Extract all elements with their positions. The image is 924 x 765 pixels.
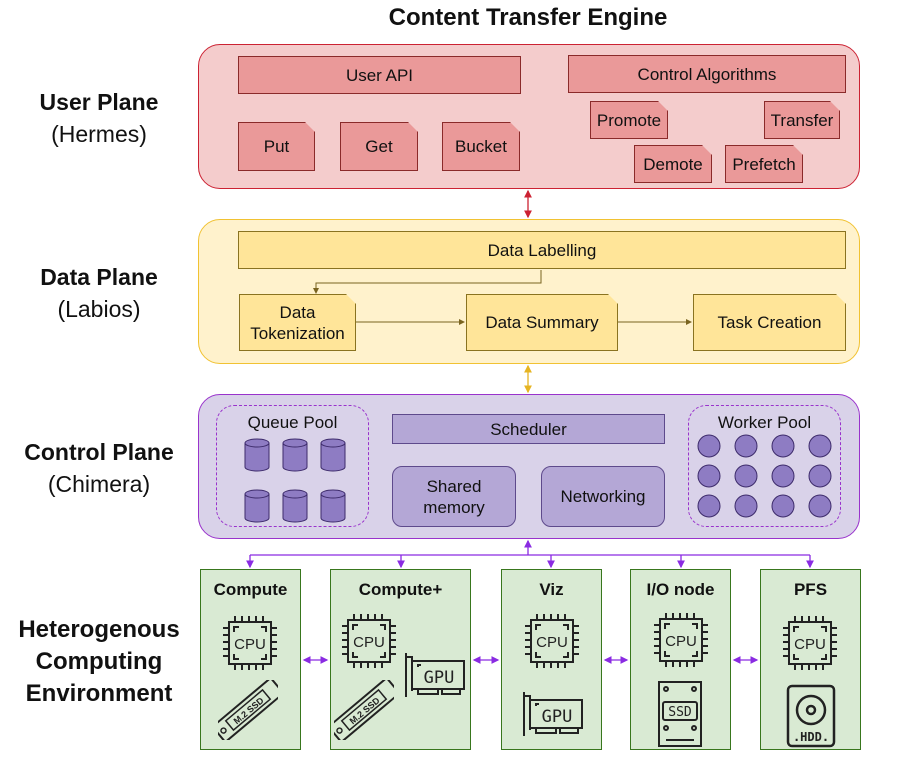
worker-circle-icon (808, 494, 832, 518)
svg-text:CPU: CPU (234, 636, 266, 653)
worker-circle-icon (697, 464, 721, 488)
worker-circle-icon (734, 434, 758, 458)
svg-text:CPU: CPU (536, 634, 568, 651)
cpu-icon: CPU (654, 613, 708, 667)
node-compute-plus: Compute+ (330, 569, 471, 750)
node-viz: Viz (501, 569, 602, 750)
demote-algorithm: Demote (634, 145, 712, 183)
worker-circle-icon (697, 494, 721, 518)
data-summary-box: Data Summary (466, 294, 618, 351)
cpu-icon: CPU (342, 614, 396, 668)
gpu-icon: GPU (405, 653, 465, 697)
hdd-icon: .HDD. (786, 684, 836, 748)
data-plane-sub: (Labios) (57, 296, 141, 322)
worker-circle-icon (734, 494, 758, 518)
node-io: I/O node (630, 569, 731, 750)
queue-pool-label: Queue Pool (247, 413, 338, 432)
scheduler-box: Scheduler (392, 414, 665, 444)
put-op: Put (238, 122, 315, 171)
control-plane-sub: (Chimera) (47, 471, 151, 497)
data-labelling-box: Data Labelling (238, 231, 846, 269)
queue-cylinder-icon (282, 438, 308, 472)
bucket-op: Bucket (442, 122, 520, 171)
queue-cylinder-icon (244, 489, 270, 523)
data-plane-name: Data Plane (40, 264, 158, 290)
svg-text:CPU: CPU (353, 634, 385, 651)
user-plane-sub: (Hermes) (51, 121, 147, 147)
networking-box: Networking (541, 466, 665, 527)
node-title: I/O node (646, 580, 715, 599)
worker-circle-icon (771, 434, 795, 458)
cpu-icon: CPU (783, 616, 837, 670)
environment-label: Heterogenous Computing Environment (18, 616, 180, 707)
shared-memory-box: Shared memory (392, 466, 516, 527)
svg-text:CPU: CPU (665, 633, 697, 650)
node-title: Compute+ (358, 580, 443, 599)
user-api-box: User API (238, 56, 521, 94)
queue-cylinder-icon (320, 489, 346, 523)
queue-pool-group (216, 405, 369, 527)
cpu-icon: CPU (525, 614, 579, 668)
node-title: PFS (793, 580, 828, 599)
svg-text:CPU: CPU (794, 636, 826, 653)
data-plane-label: Data Plane (Labios) (0, 261, 198, 325)
m2-ssd-icon: M.2 SSD (218, 680, 278, 740)
queue-cylinder-icon (282, 489, 308, 523)
transfer-algorithm: Transfer (764, 101, 840, 139)
worker-circle-icon (734, 464, 758, 488)
diagram-title: Content Transfer Engine (388, 4, 668, 31)
svg-text:.HDD.: .HDD. (793, 730, 829, 744)
worker-circle-icon (808, 464, 832, 488)
worker-pool-group (688, 405, 841, 527)
node-title: Compute (213, 580, 288, 599)
control-plane-name: Control Plane (24, 439, 174, 465)
user-plane-label: User Plane (Hermes) (0, 86, 198, 150)
task-creation-box: Task Creation (693, 294, 846, 351)
data-tokenization-box: Data Tokenization (239, 294, 356, 351)
queue-cylinder-icon (244, 438, 270, 472)
m2-ssd-icon: M.2 SSD (334, 680, 394, 740)
svg-text:GPU: GPU (542, 707, 573, 727)
queue-cylinder-icon (320, 438, 346, 472)
svg-text:GPU: GPU (424, 668, 455, 688)
node-pfs: PFS (760, 569, 861, 750)
promote-algorithm: Promote (590, 101, 668, 139)
control-plane-label: Control Plane (Chimera) (0, 436, 198, 500)
cpu-icon: CPU (223, 616, 277, 670)
worker-pool-label: Worker Pool (717, 413, 812, 432)
svg-text:SSD: SSD (668, 705, 692, 720)
control-algorithms-box: Control Algorithms (568, 55, 846, 93)
user-plane-name: User Plane (39, 89, 159, 115)
gpu-icon: GPU (523, 692, 583, 736)
worker-circle-icon (808, 434, 832, 458)
prefetch-algorithm: Prefetch (725, 145, 803, 183)
worker-circle-icon (697, 434, 721, 458)
worker-circle-icon (771, 464, 795, 488)
ssd-icon: SSD (658, 681, 702, 747)
node-title: Viz (539, 580, 564, 599)
worker-circle-icon (771, 494, 795, 518)
get-op: Get (340, 122, 418, 171)
